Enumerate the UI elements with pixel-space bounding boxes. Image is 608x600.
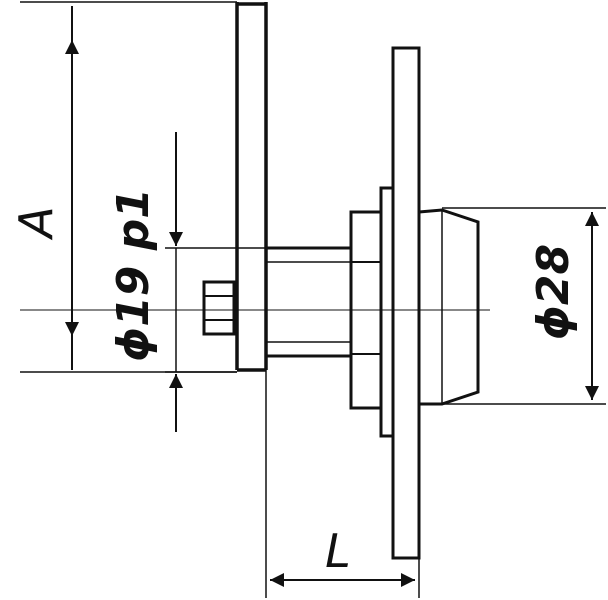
- dimension-outer-label: ϕ28: [528, 244, 579, 340]
- dimension-l: [265, 370, 420, 598]
- bolt-shaft: [266, 246, 352, 358]
- conical-cap: [418, 208, 480, 406]
- mounting-plate: [235, 2, 268, 372]
- dimension-bore: [165, 132, 266, 432]
- dimension-l-label: L: [325, 524, 351, 578]
- dimension-a-label: A: [9, 206, 63, 240]
- washer: [379, 186, 395, 438]
- dimension-a: [20, 1, 237, 373]
- dimension-outer: [442, 207, 606, 405]
- panel-wall: [391, 46, 421, 560]
- dimension-bore-label: ϕ19 p1: [108, 188, 159, 362]
- small-nut: [202, 280, 236, 336]
